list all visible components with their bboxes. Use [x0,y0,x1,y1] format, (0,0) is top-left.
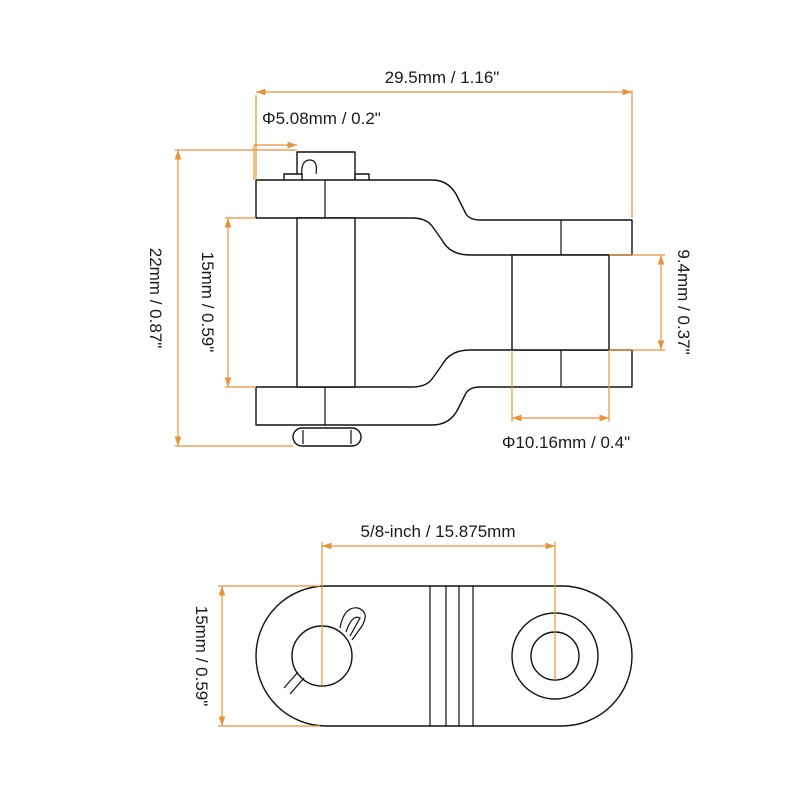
roller-bushing [511,254,610,351]
top-view [255,585,633,727]
roller-diameter-label: Φ10.16mm / 0.4" [502,433,630,452]
inner-width-label: 15mm / 0.59" [198,252,217,353]
pitch-label: 5/8-inch / 15.875mm [361,522,516,541]
pin-body [296,217,356,388]
total-height-label: 22mm / 0.87" [146,248,165,349]
side-view-dimensions: 29.5mm / 1.16" Φ5.08mm / 0.2" 22mm / 0.8… [146,68,693,452]
overall-length-label: 29.5mm / 1.16" [385,68,500,87]
pin-head-top [296,151,356,183]
top-view-dimensions: 5/8-inch / 15.875mm 15mm / 0.59" [192,522,556,727]
roller-width-label: 9.4mm / 0.37" [674,249,693,354]
pin-diameter-label: Φ5.08mm / 0.2" [262,109,381,128]
side-view [255,151,633,447]
lower-plate [255,349,633,426]
pin-head-bottom [292,427,362,447]
plate-height-label: 15mm / 0.59" [192,606,211,707]
cotter-pin-icon-top [283,607,366,695]
